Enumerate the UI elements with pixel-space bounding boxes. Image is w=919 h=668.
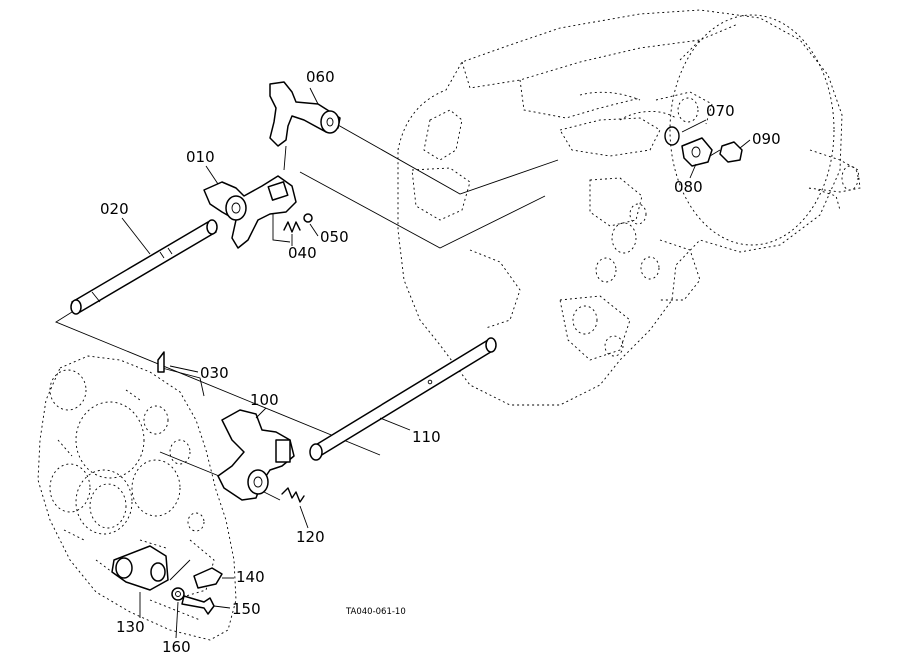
part-080-plate (681, 137, 713, 167)
figure-code: TA040-061-10 (345, 607, 406, 617)
part-160-nut (171, 587, 185, 601)
label-160: 160 (162, 638, 191, 656)
label-070: 070 (706, 102, 735, 120)
part-060-shift-lever (269, 81, 341, 171)
label-130: 130 (116, 618, 145, 636)
label-140: 140 (236, 568, 265, 586)
part-040-spring (283, 221, 301, 233)
label-080: 080 (674, 178, 703, 196)
part-150-bolt (181, 595, 215, 615)
part-120-spring (281, 487, 305, 503)
part-050-ball (303, 213, 313, 223)
part-labels: 060 010 020 070 090 080 050 040 030 100 … (100, 68, 781, 656)
gear-case-cover (37, 355, 237, 641)
label-110: 110 (412, 428, 441, 446)
label-020: 020 (100, 200, 129, 218)
label-060: 060 (306, 68, 335, 86)
label-100: 100 (250, 391, 279, 409)
part-140-detent-pin (193, 567, 223, 589)
label-050: 050 (320, 228, 349, 246)
part-110-fork-rod (309, 337, 497, 461)
label-040: 040 (288, 244, 317, 262)
leader-lines (121, 87, 751, 639)
part-010-shift-fork (203, 175, 297, 249)
label-010: 010 (186, 148, 215, 166)
label-150: 150 (232, 600, 261, 618)
label-030: 030 (200, 364, 229, 382)
part-030-pin (157, 351, 165, 373)
part-020-fork-rod (70, 219, 218, 315)
part-090-bolt (719, 141, 743, 163)
transmission-housing (397, 9, 861, 406)
label-120: 120 (296, 528, 325, 546)
part-130-block (111, 545, 169, 591)
alignment-lines (55, 124, 721, 581)
label-090: 090 (752, 130, 781, 148)
part-100-shift-fork (217, 409, 295, 501)
part-070-o-ring (664, 126, 680, 146)
